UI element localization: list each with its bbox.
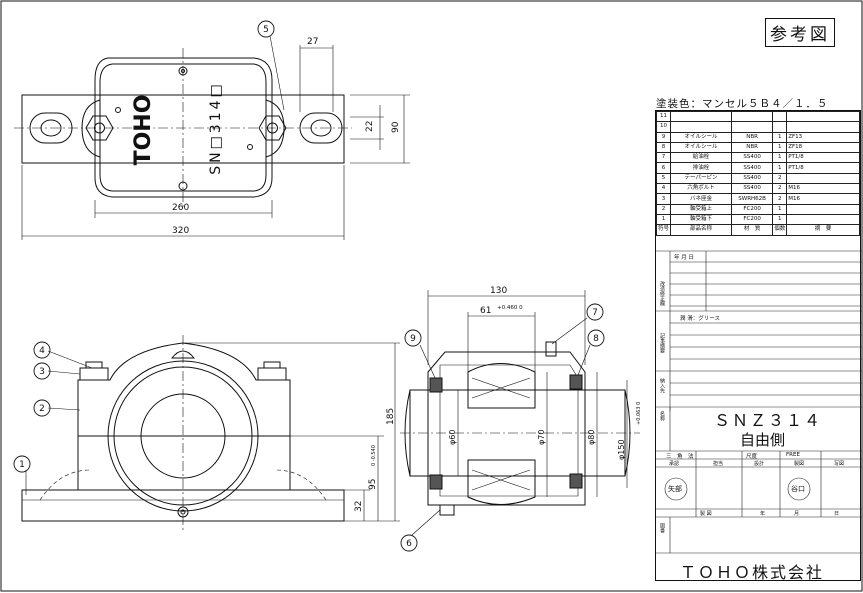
dim-27: 27 [307,37,318,47]
sign-header-trace: 写図 [834,461,845,467]
sign-header-charge: 担当 [713,461,724,467]
name-label: 名称 [659,411,665,421]
date-label-year: 年 [760,511,766,517]
dim-95-tol: 0 -0.540 [371,445,377,466]
sign-header-approve: 承認 [669,461,680,467]
dim-phi150-tol: +0.063 0 [636,402,642,425]
dim-130: 130 [490,286,507,296]
dim-260: 260 [172,203,189,213]
parts-header-cell: 個数 [772,224,788,236]
housing-lettering-model: SN□314□ [208,81,224,175]
balloon-5: 5 [263,25,269,35]
dim-61-tol: +0.460 0 [497,305,523,311]
parts-header-cell: 材 質 [731,224,774,236]
balloon-9: 9 [410,334,416,344]
dim-phi60: φ60 [448,430,457,445]
front-view [21,335,400,530]
revision-date-header: 年 月 日 [674,255,694,261]
balloon-6: 6 [406,539,412,549]
dimension-labels: 27 22 90 260 320 130 61 +0.460 0 φ60 φ70… [172,37,642,512]
housing-logo: TOHO SN□314□ [131,81,224,175]
dim-32: 32 [354,501,364,512]
balloons [13,20,605,552]
title-block-grid [656,250,862,554]
balloon-8: 8 [593,334,599,344]
projection-method: 三 角 法 [666,454,694,460]
housing-lettering-toho: TOHO [131,95,156,166]
scale-label: 尺度 [746,454,758,460]
date-label-day: 日 [834,511,840,517]
date-label-draft: 製 図 [700,511,712,517]
parts-header-cell: 符号 [655,224,672,236]
company-name: ＴＯＨＯ株式会社 [680,563,825,582]
dim-90: 90 [391,121,401,133]
balloon-4: 4 [39,346,45,356]
dim-phi80: φ80 [587,430,596,445]
balloon-2: 2 [39,404,45,414]
lubricant-note: 潤 滑：グリース [680,316,720,322]
balloon-labels: 5 4 3 2 1 6 7 8 9 [19,25,599,549]
dim-22: 22 [365,121,375,132]
dim-phi150: φ150 [617,439,626,460]
revision-label: 改造修正欄 [659,281,665,306]
balloon-3: 3 [39,367,45,377]
product-code: ＳＮＺ３１４ [714,411,823,430]
paint-color-note: 塗装色：マンセル５Ｂ４／１．５ [656,98,829,110]
reference-drawing-label: 参考図 [765,18,835,47]
parts-row: 11 [655,110,860,123]
notes-label: 記事摘要 [659,333,665,353]
drafter-stamp: 谷口 [791,485,805,493]
drawing-no-label: 図番 [659,523,665,533]
dim-185: 185 [386,408,396,425]
parts-header-row: 符号部品名称材 質個数摘 要 [655,224,860,236]
balloon-7: 7 [592,308,598,318]
sign-header-design: 設計 [754,461,765,467]
balloon-1: 1 [19,460,25,470]
dim-61: 61 [480,306,491,316]
top-view [14,35,410,240]
date-label-month: 月 [794,511,800,517]
dim-phi70: φ70 [537,430,546,445]
scale-value: FREE [786,452,800,458]
dim-95: 95 [368,479,378,490]
dim-320: 320 [172,226,189,236]
approver-stamp: 矢部 [668,485,682,493]
sign-header-draft: 製図 [794,461,805,467]
section-view [400,290,640,536]
customer-label: 納入先 [659,378,665,393]
parts-header-cell: 摘 要 [786,224,860,236]
product-side: 自由側 [740,431,786,449]
